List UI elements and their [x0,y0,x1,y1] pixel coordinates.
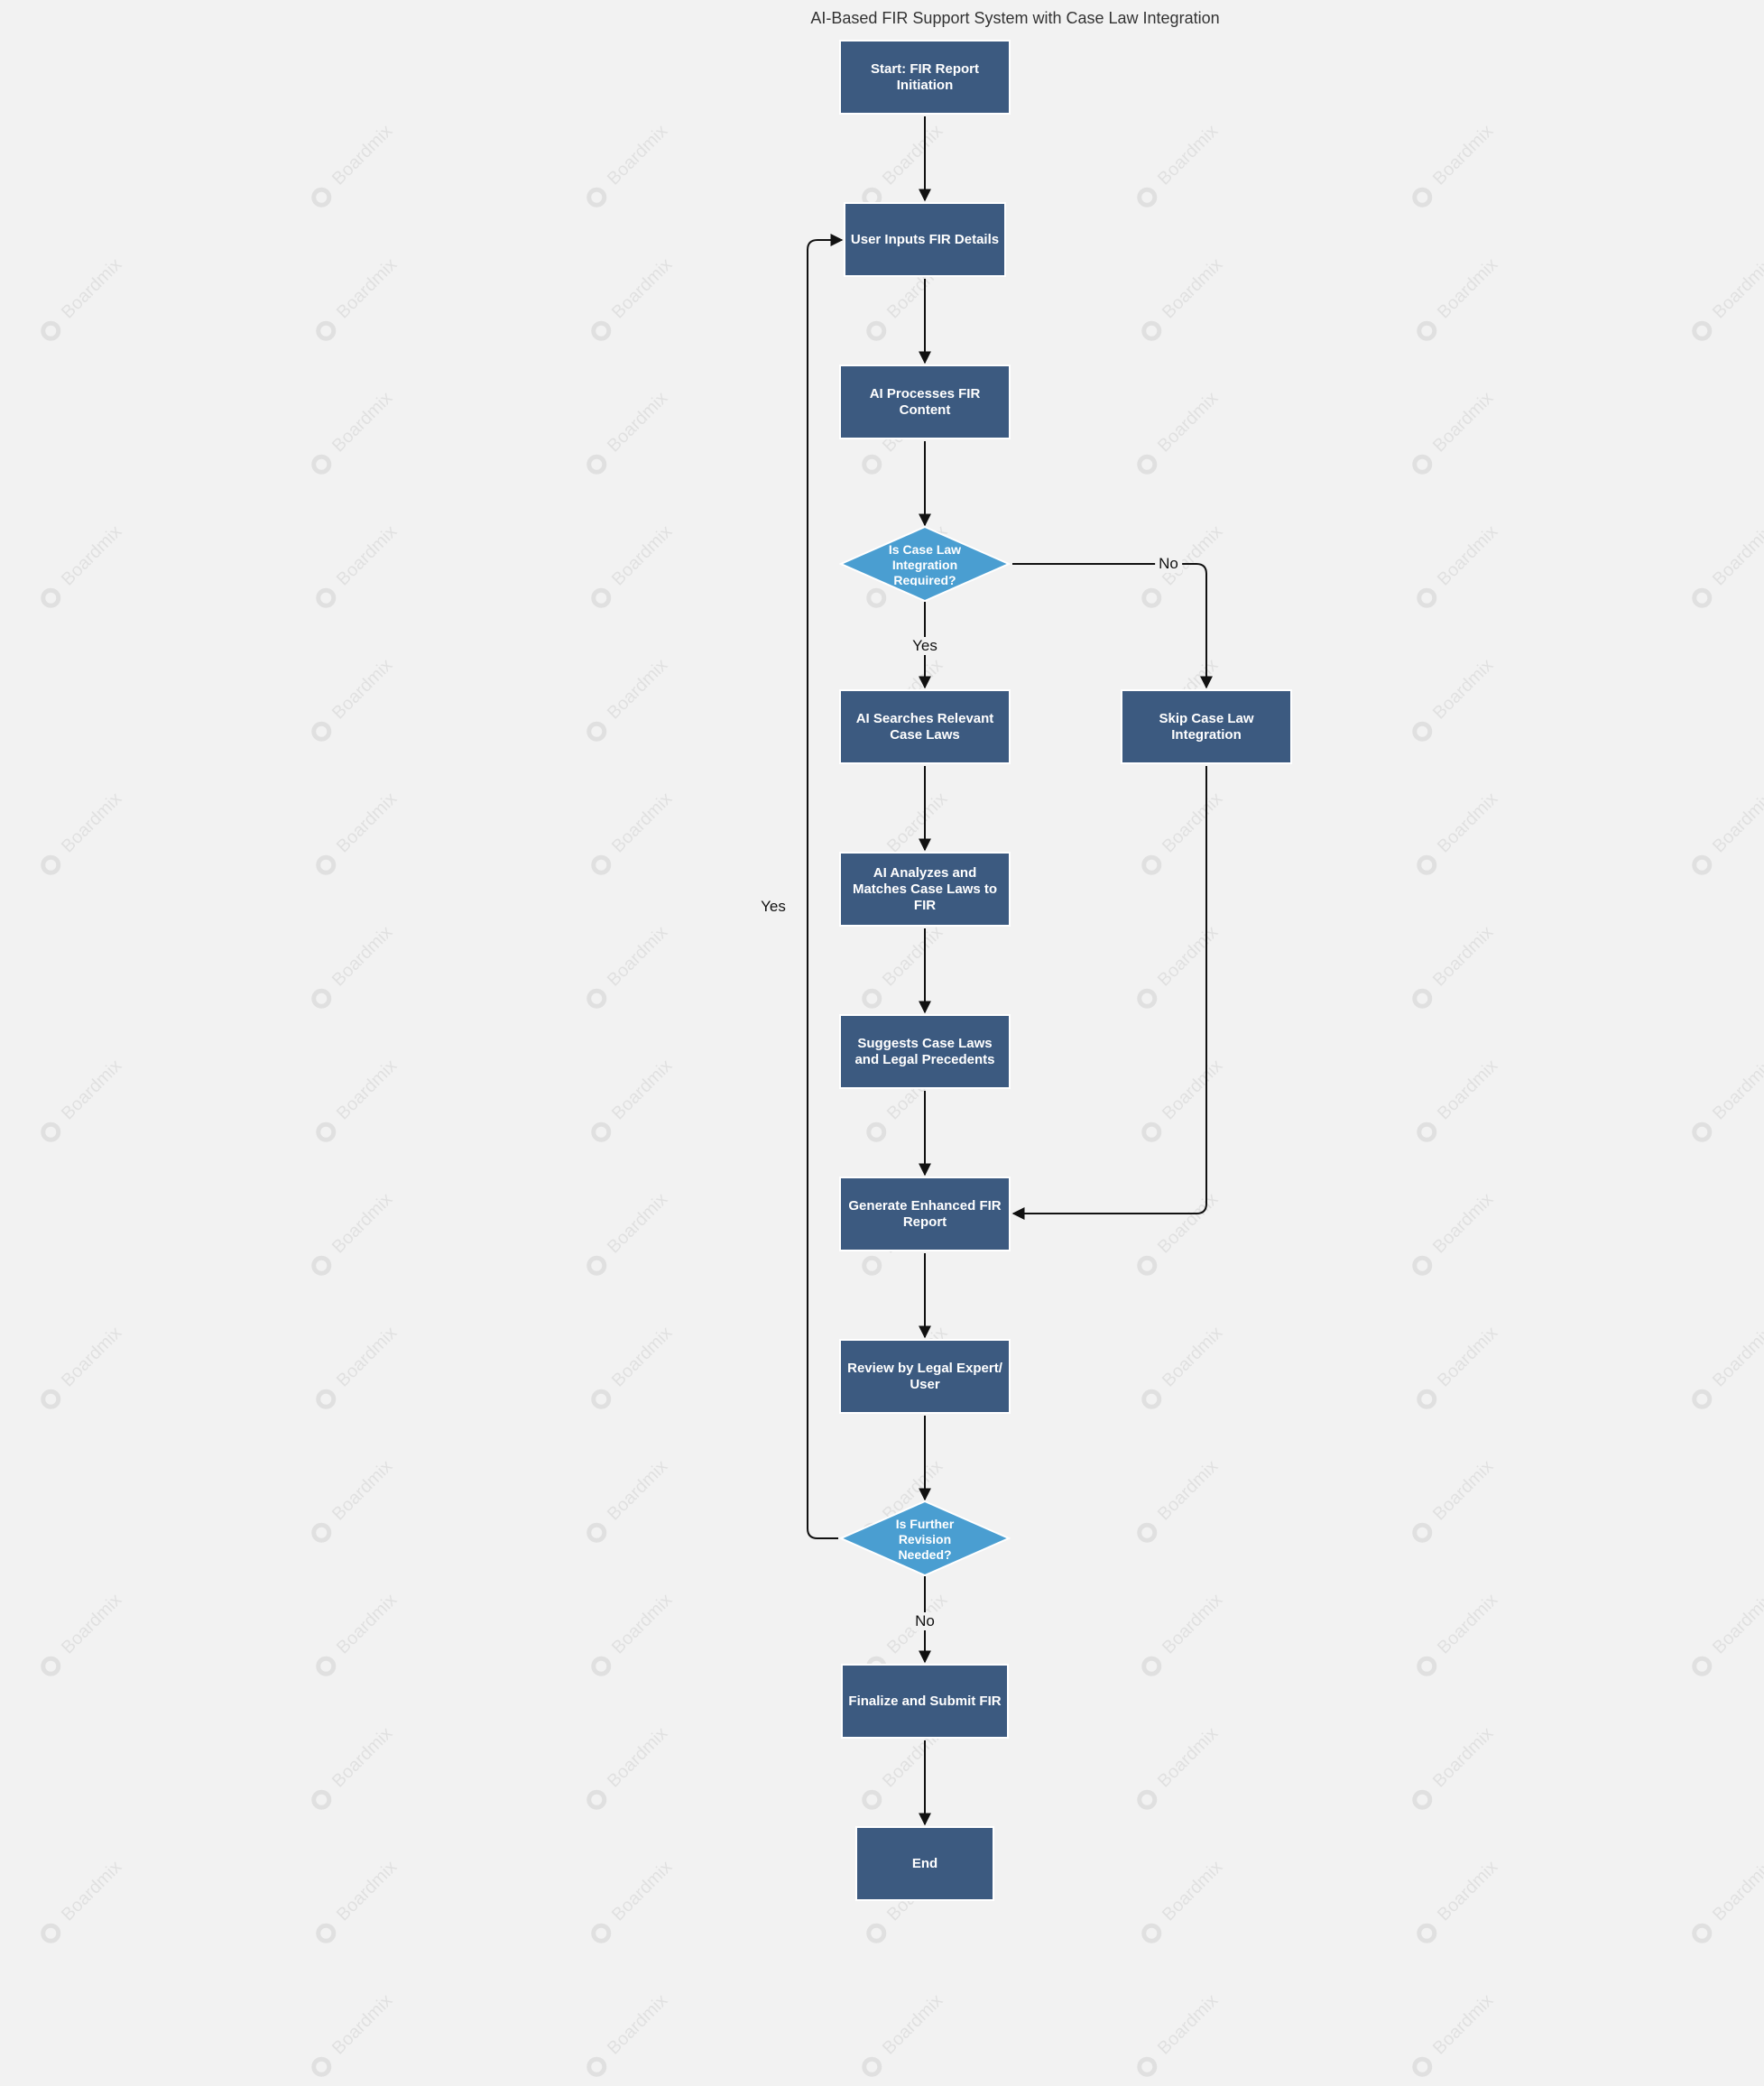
node-finalize[interactable]: Finalize and Submit FIR [841,1664,1009,1739]
watermark: Boardmix [582,1990,672,2081]
watermark-text: Boardmix [879,1990,947,2059]
watermark-logo-icon [586,2056,606,2077]
label-revision-no: No [911,1612,938,1630]
node-ai-processes[interactable]: AI Processes FIR Content [839,365,1011,439]
node-suggests[interactable]: Suggests Case Laws and Legal Precedents [839,1014,1011,1089]
node-decision-revision[interactable]: Is Further Revision Needed? [895,1517,955,1560]
watermark: Boardmix [307,1990,397,2081]
edge-revision-yes-loop [807,234,844,1539]
decision-revision-shape [838,1500,1011,1577]
label-revision-yes: Yes [757,898,790,916]
flow-edges [807,116,1213,1826]
watermark-text: Boardmix [328,1990,397,2059]
watermark-text: Boardmix [1154,1990,1223,2059]
watermark-text: Boardmix [604,1990,672,2059]
watermark-text: Boardmix [1429,1990,1498,2059]
watermark-logo-icon [310,2056,331,2077]
watermark-logo-icon [861,2056,882,2077]
label-case-law-no: No [1155,555,1182,573]
node-review[interactable]: Review by Legal Expert/ User [839,1339,1011,1414]
node-end[interactable]: End [855,1826,994,1901]
watermark: Boardmix [1408,1990,1498,2081]
node-user-inputs[interactable]: User Inputs FIR Details [844,202,1006,277]
diagram-title: AI-Based FIR Support System with Case La… [810,9,1220,27]
edge-skip-to-generate [1011,766,1207,1220]
watermark: Boardmix [857,1990,947,2081]
edge-decision-no-to-skip [1012,563,1213,689]
watermark-logo-icon [1411,2056,1432,2077]
watermark-logo-icon [1416,1923,1436,1943]
watermark-logo-icon [1691,1923,1712,1943]
watermark-logo-icon [1141,1923,1161,1943]
watermark-logo-icon [315,1923,336,1943]
watermark-logo-icon [1136,2056,1157,2077]
watermark-logo-icon [590,1923,611,1943]
label-case-law-yes: Yes [909,637,941,655]
node-ai-analyzes[interactable]: AI Analyzes and Matches Case Laws to FIR [839,852,1011,927]
node-start[interactable]: Start: FIR Report Initiation [839,40,1011,115]
watermark-logo-icon [40,1923,60,1943]
watermark-logo-icon [865,1923,886,1943]
node-generate[interactable]: Generate Enhanced FIR Report [839,1177,1011,1251]
decision-case-law-shape [838,525,1011,603]
node-skip-case-law[interactable]: Skip Case Law Integration [1121,689,1292,764]
node-decision-case-law[interactable]: Is Case Law Integration Required? [888,542,962,586]
watermark: Boardmix [1132,1990,1223,2081]
node-ai-searches[interactable]: AI Searches Relevant Case Laws [839,689,1011,764]
